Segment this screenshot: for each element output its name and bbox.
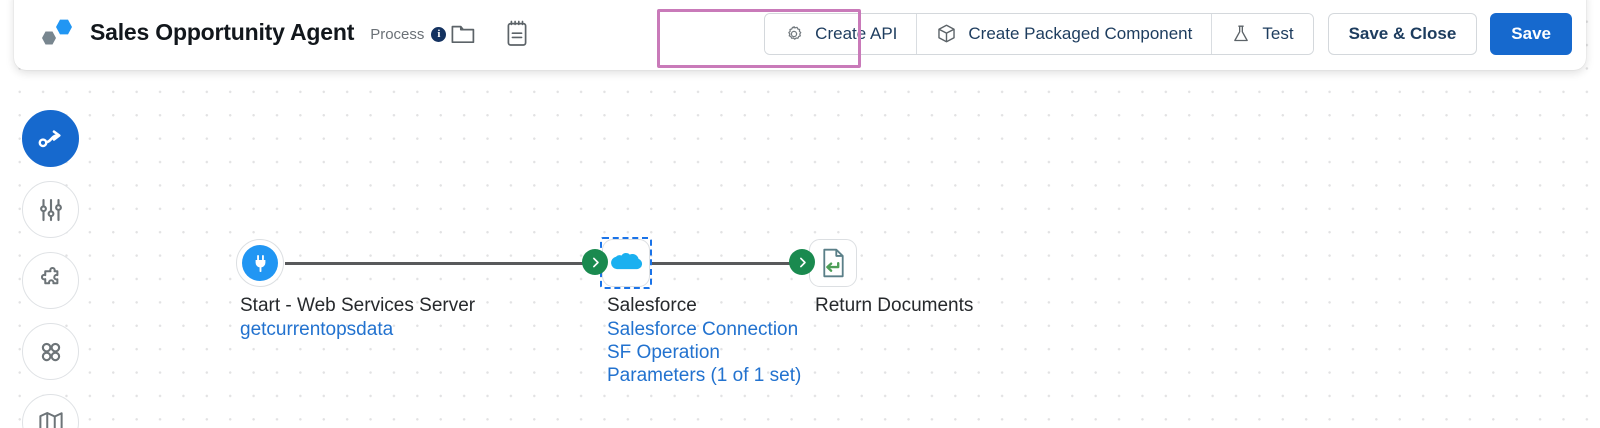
- node-return-documents[interactable]: [809, 239, 857, 287]
- connector-arrow-2[interactable]: [789, 249, 815, 275]
- sidebar-item-process-flow[interactable]: [22, 110, 79, 167]
- page-subtype: Process: [370, 25, 425, 43]
- node-salesforce-link-1[interactable]: SF Operation: [607, 342, 720, 363]
- sidebar-item-components[interactable]: [22, 252, 79, 309]
- sliders-icon: [39, 198, 62, 221]
- node-return-documents-title: Return Documents: [815, 295, 974, 316]
- connector-line-start-to-salesforce: [285, 262, 590, 265]
- info-icon[interactable]: i: [431, 26, 447, 42]
- node-salesforce-title: Salesforce: [607, 295, 697, 316]
- sidebar-item-connectors[interactable]: [22, 323, 79, 380]
- four-circles-icon: [41, 342, 60, 361]
- folder-button[interactable]: [446, 17, 480, 51]
- folder-icon: [451, 25, 475, 43]
- start-node-badge: [242, 245, 278, 281]
- flask-icon: [1234, 25, 1249, 42]
- node-salesforce[interactable]: [602, 239, 650, 287]
- salesforce-cloud-icon: [611, 252, 643, 270]
- toolbar-header: Sales Opportunity Agent Process i: [14, 0, 1586, 70]
- puzzle-piece-icon: [40, 266, 58, 284]
- left-toolbar-rail: [22, 110, 79, 428]
- sidebar-item-settings[interactable]: [22, 181, 79, 238]
- node-start-link-0[interactable]: getcurrentopsdata: [240, 319, 394, 340]
- package-box-icon: [938, 24, 956, 43]
- flow-path-icon: [38, 129, 61, 147]
- test-button[interactable]: Test: [1212, 13, 1313, 54]
- test-label: Test: [1262, 23, 1294, 43]
- app-logo: [40, 16, 74, 50]
- node-salesforce-labels: Salesforce Salesforce Connection SF Oper…: [607, 293, 801, 387]
- sidebar-item-map[interactable]: [22, 394, 79, 428]
- notepad-icon: [507, 20, 527, 46]
- chevron-right-icon: [592, 257, 599, 267]
- return-document-icon: [822, 248, 844, 278]
- create-api-label: Create API: [815, 23, 898, 43]
- connector-line-salesforce-to-return: [650, 262, 805, 265]
- connector-arrow-1[interactable]: [582, 249, 608, 275]
- node-start-labels: Start - Web Services Server getcurrentop…: [240, 293, 475, 341]
- node-salesforce-link-2[interactable]: Parameters (1 of 1 set): [607, 365, 802, 386]
- create-api-button[interactable]: Create API: [765, 13, 918, 54]
- node-start[interactable]: [236, 239, 284, 287]
- hexagon-blue-icon: [56, 19, 72, 35]
- save-button[interactable]: Save: [1490, 12, 1572, 55]
- toolbar-button-group: Create API Create Packaged Component Tes…: [764, 12, 1314, 55]
- page-title: Sales Opportunity Agent: [90, 19, 355, 45]
- create-packaged-component-label: Create Packaged Component: [968, 23, 1193, 43]
- create-packaged-component-button[interactable]: Create Packaged Component: [917, 13, 1213, 54]
- hexagon-gray-icon: [42, 31, 56, 45]
- save-and-close-button[interactable]: Save & Close: [1327, 12, 1478, 55]
- node-salesforce-link-0[interactable]: Salesforce Connection: [607, 319, 799, 340]
- node-start-title: Start - Web Services Server: [240, 295, 476, 316]
- chevron-right-icon: [799, 257, 806, 267]
- map-icon: [38, 411, 63, 428]
- notepad-button[interactable]: [500, 17, 534, 51]
- gear-icon: [788, 25, 802, 40]
- plug-icon: [255, 254, 265, 272]
- node-return-documents-labels: Return Documents: [815, 293, 973, 318]
